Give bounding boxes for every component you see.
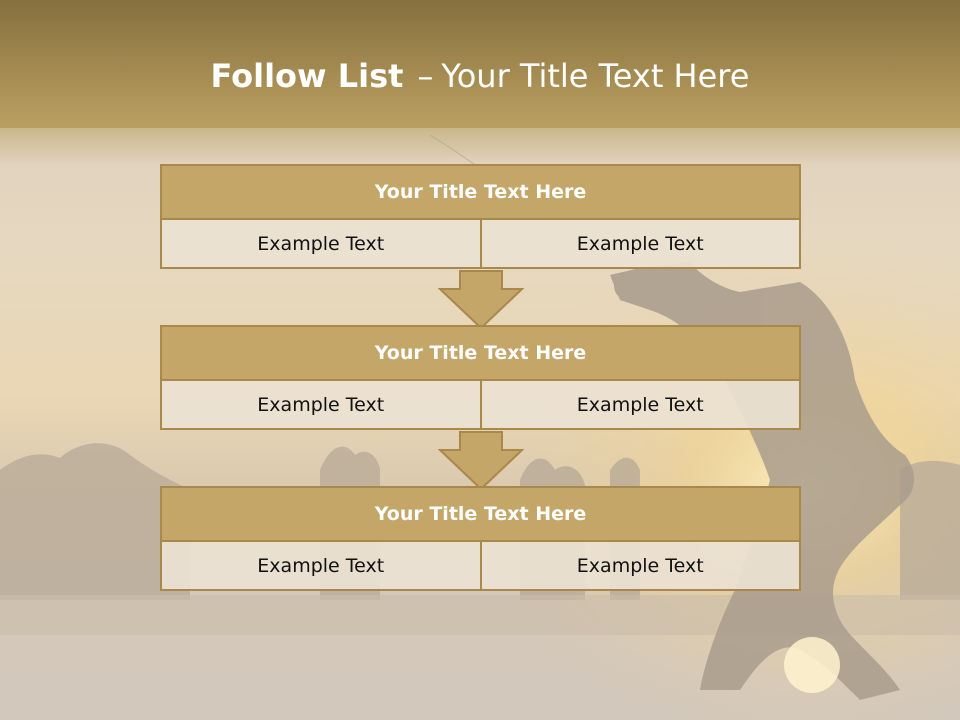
title-strong-text: Follow List bbox=[210, 57, 404, 95]
block-row: Example Text Example Text bbox=[160, 220, 801, 269]
title-separator: – bbox=[417, 57, 434, 95]
sun bbox=[784, 637, 840, 693]
list-block-1: Your Title Text Here Example Text Exampl… bbox=[160, 164, 801, 269]
figure-silhouette bbox=[610, 262, 915, 700]
block-cell-left: Example Text bbox=[162, 542, 480, 589]
block-title: Your Title Text Here bbox=[160, 486, 801, 542]
block-cell-left: Example Text bbox=[162, 220, 480, 267]
down-arrow-icon bbox=[438, 270, 524, 330]
title-band bbox=[0, 0, 960, 164]
down-arrow-icon bbox=[438, 431, 524, 491]
title-rest-text: Your Title Text Here bbox=[441, 57, 750, 95]
list-block-3: Your Title Text Here Example Text Exampl… bbox=[160, 486, 801, 591]
block-cell-right: Example Text bbox=[479, 220, 799, 267]
slide-title: Follow List–Your Title Text Here bbox=[0, 56, 960, 96]
list-block-2: Your Title Text Here Example Text Exampl… bbox=[160, 325, 801, 430]
block-cell-left: Example Text bbox=[162, 381, 480, 428]
block-cell-right: Example Text bbox=[479, 381, 799, 428]
block-row: Example Text Example Text bbox=[160, 381, 801, 430]
block-cell-right: Example Text bbox=[479, 542, 799, 589]
block-title: Your Title Text Here bbox=[160, 325, 801, 381]
block-row: Example Text Example Text bbox=[160, 542, 801, 591]
tree-line bbox=[0, 443, 960, 600]
block-title: Your Title Text Here bbox=[160, 164, 801, 220]
